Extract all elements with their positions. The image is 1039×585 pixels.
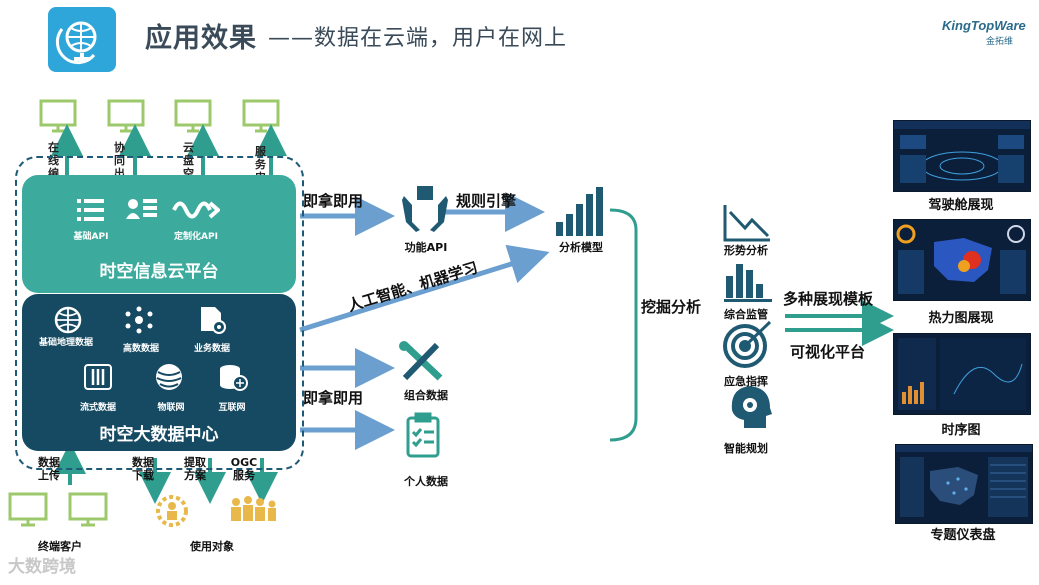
output-arrows <box>785 300 894 346</box>
data-center-title: 时空大数据中心 <box>99 425 219 445</box>
flow-label: OGC服务 <box>230 456 258 482</box>
page-title: 应用效果 <box>145 23 257 54</box>
panel-caption: 热力图展现 <box>928 311 994 326</box>
cloud-platform-box: 基础API 定制化API 时空信息云平台 <box>22 175 296 293</box>
globe-icon <box>55 21 97 65</box>
flow-label: 数据上传 <box>38 456 60 482</box>
analysis-item-label: 综合监管 <box>724 308 768 321</box>
arrow-label: 即拿即用 <box>303 389 364 407</box>
bar-chart-icon <box>556 187 603 236</box>
panel-caption: 驾驶舱展现 <box>928 198 994 213</box>
bars-icon <box>724 264 772 302</box>
node-label: 个人数据 <box>404 475 448 488</box>
analysis-item-label: 应急指挥 <box>724 375 768 388</box>
flow-arrows <box>299 192 550 450</box>
flow-label: 提取方案 <box>184 456 206 482</box>
icon-label: 基础地理数据 <box>38 338 93 348</box>
output-label: 多种展现模板 <box>783 290 874 308</box>
node-label: 功能API <box>404 241 448 254</box>
icon-label: 业务数据 <box>193 344 230 354</box>
icon-label: 互联网 <box>218 403 246 413</box>
icon-label: 高数数据 <box>122 344 159 354</box>
analysis-label: 挖掘分析 <box>641 298 702 316</box>
icon-label: 流式数据 <box>79 403 116 413</box>
tools-icon <box>399 341 443 381</box>
icon-label: 定制化API <box>174 232 218 242</box>
clipboard-icon <box>406 412 440 458</box>
platform-boundary <box>15 156 304 470</box>
users-icon <box>156 495 276 527</box>
analysis-bracket <box>609 208 638 442</box>
timeseries-thumbnail <box>893 333 1031 415</box>
panel-caption: 专题仪表盘 <box>930 528 996 543</box>
analysis-item-label: 智能规划 <box>724 442 768 455</box>
hands-box-icon <box>402 186 448 232</box>
dashboard-panel-thumbnail <box>895 444 1033 524</box>
arrow-label: 规则引擎 <box>456 192 517 210</box>
target-icon <box>723 320 772 368</box>
brand-logo: KingTopWare <box>942 18 1026 33</box>
icon-label: 物联网 <box>157 403 185 413</box>
bottom-arrows <box>54 442 278 504</box>
logo-globe-icon <box>48 7 116 72</box>
output-label: 可视化平台 <box>790 343 866 361</box>
terminal-monitors <box>8 492 108 527</box>
flow-label: 数据下载 <box>132 456 154 482</box>
cloud-platform-title: 时空信息云平台 <box>99 262 219 282</box>
arrow-label: 即拿即用 <box>303 192 364 210</box>
dashboard-thumbnail <box>893 120 1031 192</box>
watermark: 大数跨境 <box>8 557 76 577</box>
page-subtitle: ——数据在云端，用户在网上 <box>268 26 568 51</box>
node-label: 组合数据 <box>404 389 448 402</box>
head-gear-icon <box>731 386 772 428</box>
terminal-label: 终端客户 <box>38 540 82 553</box>
panel-caption: 时序图 <box>941 423 981 438</box>
heatmap-thumbnail <box>893 219 1031 301</box>
analysis-item-label: 形势分析 <box>724 244 768 257</box>
icon-label: 基础API <box>73 232 109 242</box>
top-monitors <box>39 99 280 133</box>
brand-cn: 金拓维 <box>986 37 1014 47</box>
users-label: 使用对象 <box>190 540 234 553</box>
node-label: 分析模型 <box>559 241 603 254</box>
data-center-box: 基础地理数据 高数数据 业务数据 流式数据 物联网 互联网 时空大数据中心 <box>22 294 296 451</box>
trend-down-icon <box>723 205 770 242</box>
